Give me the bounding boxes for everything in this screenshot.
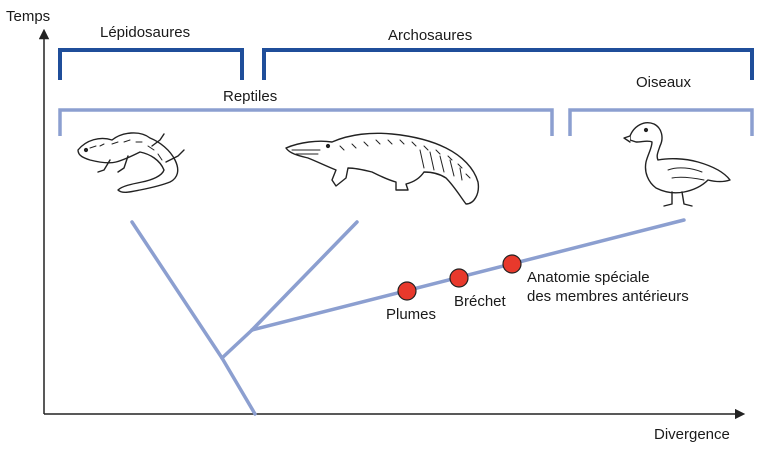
crocodile-icon [286, 133, 478, 204]
bracket-lepidosaures [60, 50, 242, 80]
y-axis-label: Temps [6, 8, 50, 26]
marker-anatomie [503, 255, 521, 273]
branch-crocodile [252, 222, 357, 330]
duck-icon [624, 123, 730, 206]
label-brechet: Bréchet [454, 293, 506, 311]
label-archosaures: Archosaures [388, 27, 472, 45]
marker-brechet [450, 269, 468, 287]
lizard-icon [78, 133, 184, 192]
trunk [222, 358, 255, 414]
label-lepidosaures: Lépidosaures [100, 24, 190, 42]
label-anatomie-line2: des membres antérieurs [527, 288, 689, 306]
label-oiseaux: Oiseaux [636, 74, 691, 92]
branch-lizard [132, 222, 222, 358]
label-anatomie-line1: Anatomie spéciale [527, 269, 650, 287]
marker-plumes [398, 282, 416, 300]
x-axis-label: Divergence [654, 426, 730, 444]
stem-archosaur [222, 330, 252, 358]
bracket-reptiles [60, 110, 552, 136]
label-reptiles: Reptiles [223, 88, 277, 106]
label-plumes: Plumes [386, 306, 436, 324]
